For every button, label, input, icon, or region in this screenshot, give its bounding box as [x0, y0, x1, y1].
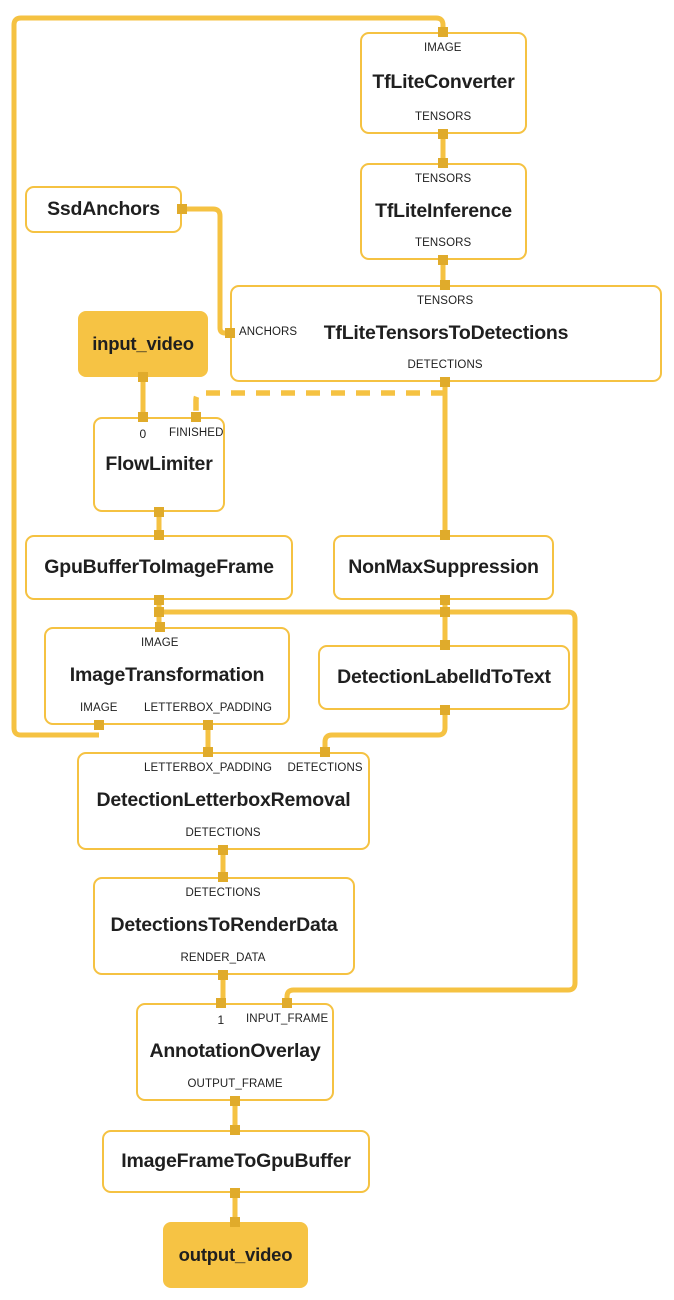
- node-title: output_video: [178, 1243, 293, 1265]
- graph-node-ssd-anchors[interactable]: SsdAnchors: [25, 186, 182, 233]
- node-title: ImageTransformation: [69, 664, 265, 687]
- port-marker: [438, 255, 448, 265]
- port-marker: [154, 530, 164, 540]
- node-title: ImageFrameToGpuBuffer: [121, 1149, 351, 1172]
- port-marker: [177, 204, 187, 214]
- node-title: GpuBufferToImageFrame: [44, 555, 274, 578]
- port-label-in: 0: [139, 427, 147, 441]
- graph-node-detection-label-id-to-text[interactable]: DetectionLabelIdToText: [318, 645, 570, 710]
- port-marker: [230, 1188, 240, 1198]
- port-marker: [440, 607, 450, 617]
- port-marker: [438, 27, 448, 37]
- port-marker: [320, 747, 330, 757]
- port-marker: [138, 412, 148, 422]
- port-label-in: DETECTIONS: [185, 887, 261, 899]
- graph-node-annotation-overlay[interactable]: AnnotationOverlay: [136, 1003, 334, 1101]
- node-title: TfLiteTensorsToDetections: [323, 321, 569, 344]
- port-marker: [94, 720, 104, 730]
- port-marker: [218, 970, 228, 980]
- port-marker: [282, 998, 292, 1008]
- port-marker: [218, 872, 228, 882]
- node-title: DetectionsToRenderData: [110, 914, 338, 937]
- node-title: input_video: [92, 332, 194, 354]
- port-marker: [203, 720, 213, 730]
- port-label-out: RENDER_DATA: [180, 952, 266, 964]
- port-marker: [225, 328, 235, 338]
- port-label-out: TENSORS: [415, 111, 472, 123]
- port-label-out: IMAGE: [80, 702, 118, 714]
- port-label-out: LETTERBOX_PADDING: [144, 702, 273, 714]
- port-label-in: FINISHED: [169, 427, 224, 439]
- port-label-out: DETECTIONS: [185, 827, 261, 839]
- port-marker: [154, 595, 164, 605]
- port-label-in: TENSORS: [415, 173, 472, 185]
- port-marker: [230, 1096, 240, 1106]
- port-label-out: DETECTIONS: [407, 359, 483, 371]
- port-marker: [230, 1217, 240, 1227]
- port-label-out: OUTPUT_FRAME: [187, 1078, 283, 1090]
- port-marker: [230, 1125, 240, 1135]
- port-marker: [438, 158, 448, 168]
- port-label-in: IMAGE: [424, 42, 462, 54]
- port-marker: [203, 747, 213, 757]
- port-marker: [218, 845, 228, 855]
- port-marker: [216, 998, 226, 1008]
- port-label-out: TENSORS: [415, 237, 472, 249]
- node-title: DetectionLetterboxRemoval: [96, 789, 351, 812]
- node-title: NonMaxSuppression: [348, 555, 539, 578]
- port-marker: [154, 607, 164, 617]
- port-label-in: IMAGE: [141, 637, 179, 649]
- port-marker: [138, 372, 148, 382]
- port-marker: [155, 622, 165, 632]
- node-title: TfLiteConverter: [372, 71, 515, 94]
- graph-edge: [193, 390, 445, 417]
- port-label-in: ANCHORS: [239, 325, 298, 338]
- graph-node-output-video[interactable]: output_video: [163, 1222, 308, 1288]
- port-marker: [440, 705, 450, 715]
- graph-node-input-video[interactable]: input_video: [78, 311, 208, 377]
- port-marker: [440, 595, 450, 605]
- port-label-in: TENSORS: [417, 295, 474, 307]
- port-marker: [440, 280, 450, 290]
- graph-node-gpu-buffer-to-image-frame[interactable]: GpuBufferToImageFrame: [25, 535, 293, 600]
- port-label-in: DETECTIONS: [287, 762, 363, 774]
- port-marker: [440, 640, 450, 650]
- port-label-in: INPUT_FRAME: [246, 1013, 329, 1025]
- node-title: TfLiteInference: [375, 199, 512, 222]
- node-title: DetectionLabelIdToText: [337, 665, 551, 688]
- port-marker: [440, 530, 450, 540]
- port-marker: [154, 507, 164, 517]
- port-label-in: 1: [217, 1013, 225, 1027]
- node-title: FlowLimiter: [105, 452, 213, 475]
- port-marker: [438, 129, 448, 139]
- graph-edge: [322, 710, 448, 752]
- graph-node-image-frame-to-gpu-buffer[interactable]: ImageFrameToGpuBuffer: [102, 1130, 370, 1193]
- port-marker: [440, 377, 450, 387]
- graph-node-non-max-suppression[interactable]: NonMaxSuppression: [333, 535, 554, 600]
- port-marker: [191, 412, 201, 422]
- node-title: AnnotationOverlay: [149, 1040, 321, 1063]
- node-title: SsdAnchors: [47, 197, 160, 220]
- port-label-in: LETTERBOX_PADDING: [144, 762, 273, 774]
